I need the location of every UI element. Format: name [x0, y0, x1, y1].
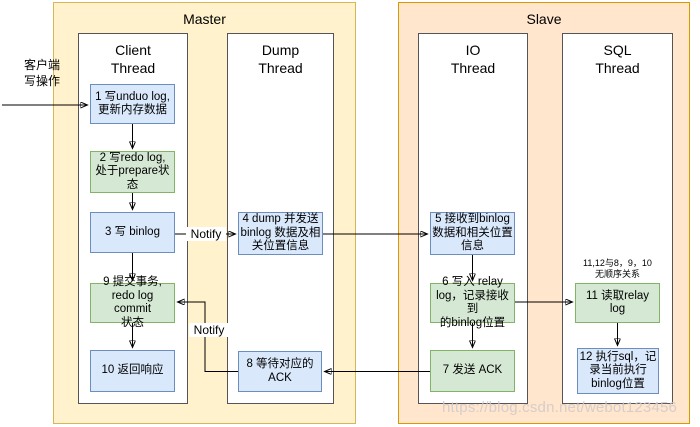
step-10-return-response: 10 返回响应 — [90, 350, 175, 392]
step-6-write-relay-log: 6 写入 relay log，记录接收到 的binlog位置 — [430, 276, 515, 329]
notify-label-2: Notify — [189, 323, 229, 337]
slave-label: Slave — [526, 11, 562, 27]
step-4-dump-send-binlog: 4 dump 并发送 binlog 数据及相 关位置信息 — [238, 212, 323, 255]
notify-label-1: Notify — [186, 227, 226, 241]
step-7-send-ack: 7 发送 ACK — [430, 350, 515, 392]
dump-thread-label: Dump Thread — [258, 42, 303, 76]
client-thread-label: Client Thread — [110, 42, 156, 76]
step-3-write-binlog: 3 写 binlog — [90, 212, 175, 253]
step-11-read-relay-log: 11 读取relay log — [575, 283, 660, 323]
ordering-note: 11,12与8，9，10 无顺序关系 — [583, 258, 652, 279]
step-1-write-undo-log: 1 写unduo log, 更新内存数据 — [90, 84, 175, 124]
step-9-commit-transaction: 9 提交事务, redo log commit 状态 — [90, 276, 175, 329]
master-label: Master — [183, 11, 226, 27]
step-2-write-redo-log: 2 写redo log, 处于prepare状 态 — [90, 151, 175, 193]
io-thread-label: IO Thread — [450, 42, 496, 76]
step-12-execute-sql: 12 执行sql，记 录当前执行 binlog位置 — [577, 348, 659, 394]
watermark-text: https://blog.csdn.net/webot123456 — [442, 399, 678, 416]
sql-thread-label: SQL Thread — [595, 42, 640, 76]
step-8-wait-ack: 8 等待对应的 ACK — [238, 351, 322, 392]
client-write-operation-label: 客户端 写操作 — [23, 58, 60, 88]
step-5-receive-binlog: 5 接收到binlog 数据和相关位置 信息 — [430, 212, 515, 255]
